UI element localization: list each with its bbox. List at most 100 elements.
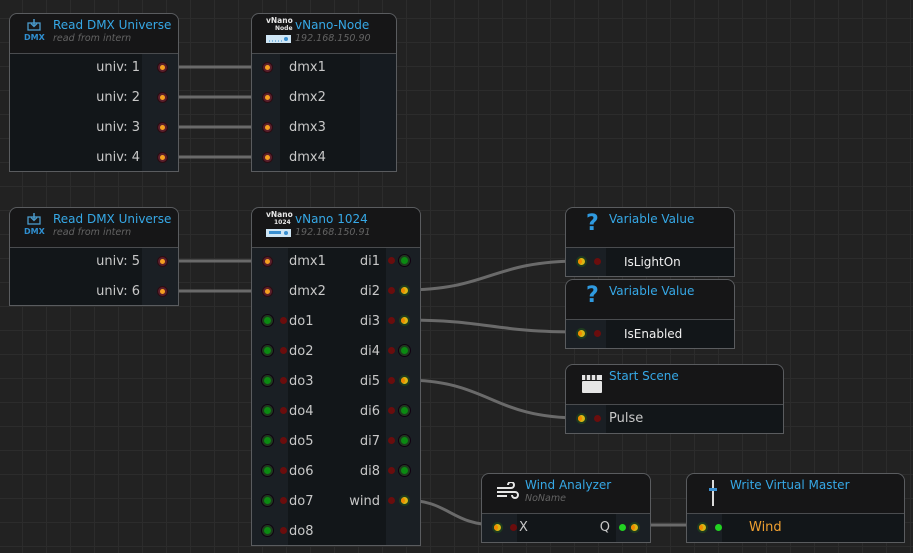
input-port-dmx1[interactable] [262,62,273,73]
input-port-isenabled[interactable] [576,328,587,339]
node-body: univ: 1 univ: 2 univ: 3 univ: 4 [10,54,178,171]
read-dmx-universe-node-1[interactable]: DMX Read DMX Universe read from intern u… [9,13,179,172]
led-q [619,524,626,531]
output-port-univ2[interactable] [157,92,168,103]
variable-value-node-1[interactable]: ? Variable Value IsLightOn [565,207,735,277]
output-label-di6: di6 [359,404,380,419]
led-do6 [280,467,287,474]
node-subtitle: NoName [525,493,566,504]
output-port-univ5[interactable] [157,256,168,267]
led-di1 [388,257,395,264]
output-label-di5: di5 [359,374,380,389]
node-header[interactable]: Write Virtual Master [687,474,904,514]
input-label-dmx4: dmx4 [289,150,326,165]
input-label-dmx1: dmx1 [289,254,326,269]
node-body: dmx1 dmx2 do1 do2 do3 do4 do5 do6 do7 [252,248,420,545]
read-dmx-universe-node-2[interactable]: DMX Read DMX Universe read from intern u… [9,207,179,306]
output-port-univ1[interactable] [157,62,168,73]
output-label-wind: wind [349,494,380,509]
node-header[interactable]: DMX Read DMX Universe read from intern [10,208,178,248]
write-virtual-master-node[interactable]: Write Virtual Master Wind [686,473,905,543]
vnano-1024-node[interactable]: vNano 1024 vNano 1024 192.168.150.91 dmx… [251,207,421,546]
led-di7 [388,437,395,444]
node-header[interactable]: vNano Node vNano-Node 192.168.150.90 [252,14,396,54]
input-port-do8[interactable] [262,525,273,536]
input-label-do4: do4 [289,404,314,419]
vnano-node-node[interactable]: vNano Node vNano-Node 192.168.150.90 dmx… [251,13,397,172]
led-do4 [280,407,287,414]
output-port-di6[interactable] [399,405,410,416]
node-title: Start Scene [609,369,679,383]
output-port-di1[interactable] [399,255,410,266]
wire-di3-isenabled[interactable] [403,318,582,334]
input-label-x: X [519,520,528,535]
output-label-univ2: univ: 2 [96,90,140,105]
input-port-do1[interactable] [262,315,273,326]
node-body: IsEnabled [566,320,734,348]
variable-value-node-2[interactable]: ? Variable Value IsEnabled [565,279,735,349]
output-port-q[interactable] [629,522,640,533]
output-label-univ3: univ: 3 [96,120,140,135]
input-port-wind[interactable] [697,522,708,533]
node-header[interactable]: ? Variable Value [566,208,734,248]
start-scene-node[interactable]: Start Scene Pulse [565,364,784,434]
output-label-di3: di3 [359,314,380,329]
led-x [510,524,517,531]
output-port-univ3[interactable] [157,122,168,133]
output-label-di1: di1 [359,254,380,269]
input-label-do1: do1 [289,314,314,329]
node-header[interactable]: DMX Read DMX Universe read from intern [10,14,178,54]
vnano-device-icon [266,229,291,237]
vnano-model-label: 1024 [274,219,291,226]
input-label-do8: do8 [289,524,314,539]
output-port-di8[interactable] [399,465,410,476]
output-port-wind[interactable] [399,495,410,506]
input-port-do3[interactable] [262,375,273,386]
input-label-dmx2: dmx2 [289,284,326,299]
output-port-di2[interactable] [399,285,410,296]
output-port-di4[interactable] [399,345,410,356]
input-port-dmx2[interactable] [262,286,273,297]
input-port-do5[interactable] [262,435,273,446]
node-ip-address: 192.168.150.91 [295,227,371,238]
input-port-dmx2[interactable] [262,92,273,103]
node-header[interactable]: vNano 1024 vNano 1024 192.168.150.91 [252,208,420,248]
virtual-master-name: Wind [749,520,782,535]
input-port-do7[interactable] [262,495,273,506]
output-label-univ4: univ: 4 [96,150,140,165]
input-port-do2[interactable] [262,345,273,356]
input-port-do4[interactable] [262,405,273,416]
input-port-dmx1[interactable] [262,256,273,267]
output-port-univ4[interactable] [157,152,168,163]
input-port-dmx3[interactable] [262,122,273,133]
output-port-di7[interactable] [399,435,410,446]
led-do3 [280,377,287,384]
input-port-dmx4[interactable] [262,152,273,163]
node-header[interactable]: ? Variable Value [566,280,734,320]
node-title: Read DMX Universe [53,18,172,32]
led-di5 [388,377,395,384]
wind-analyzer-node[interactable]: Wind Analyzer NoName X Q [481,473,651,543]
node-title: vNano-Node [295,18,370,32]
node-header[interactable]: Wind Analyzer NoName [482,474,650,514]
output-port-di3[interactable] [399,315,410,326]
led-di2 [388,287,395,294]
question-mark-icon: ? [586,283,599,308]
node-title: Wind Analyzer [525,478,612,492]
input-label-dmx2: dmx2 [289,90,326,105]
output-port-di5[interactable] [399,375,410,386]
output-label-di4: di4 [359,344,380,359]
input-port-pulse[interactable] [576,413,587,424]
input-port-islighton[interactable] [576,256,587,267]
output-port-univ6[interactable] [157,286,168,297]
output-label-di8: di8 [359,464,380,479]
node-subtitle: read from intern [53,227,132,238]
input-port-do6[interactable] [262,465,273,476]
wire-di5-pulse[interactable] [403,378,582,420]
node-title: Read DMX Universe [53,212,172,226]
input-port-x[interactable] [492,522,503,533]
input-label-do2: do2 [289,344,314,359]
node-header[interactable]: Start Scene [566,365,783,405]
wire-di2-islighton[interactable] [403,259,582,292]
